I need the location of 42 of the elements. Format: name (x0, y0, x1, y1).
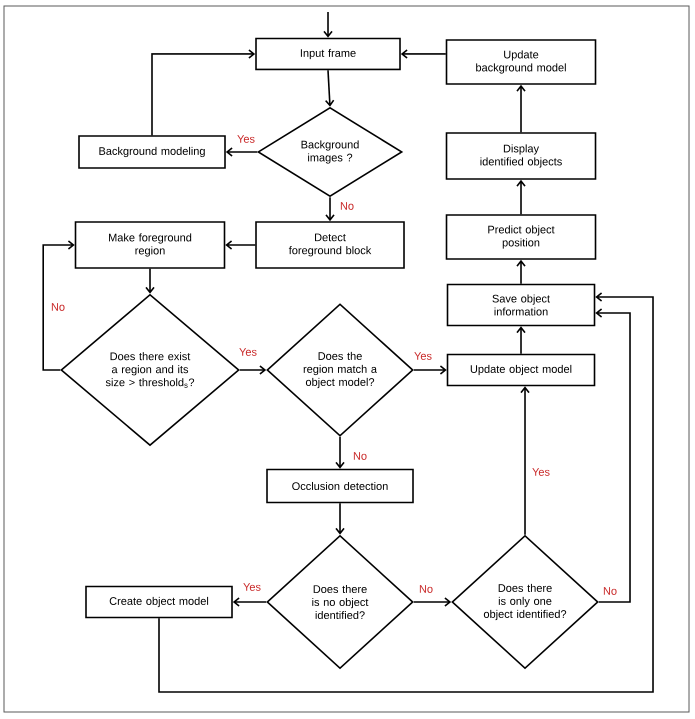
edge-label: No (338, 201, 356, 211)
arrow (225, 240, 256, 250)
edge-label: No (602, 586, 618, 596)
arrow (240, 365, 266, 375)
process-box: Input frame (255, 38, 401, 70)
arrow (516, 326, 526, 354)
arrow (325, 70, 334, 107)
arrow (151, 49, 256, 136)
process-box: Display identified objects (446, 132, 596, 180)
edge-label: Yes (236, 134, 256, 144)
process-box: Make foreground region (74, 221, 226, 269)
process-box: Occlusion detection (266, 468, 414, 504)
arrow (516, 180, 526, 214)
arrow (335, 436, 345, 469)
arrow (325, 197, 335, 222)
arrow (158, 292, 654, 693)
arrow (145, 268, 155, 294)
edge-label: Yes (531, 467, 551, 477)
edge-label: No (418, 584, 434, 594)
arrow (323, 12, 333, 38)
arrow (232, 597, 266, 607)
arrow (414, 597, 452, 607)
arrow (226, 147, 258, 157)
process-box: Update object model (446, 354, 596, 386)
edge-label: No (352, 451, 368, 461)
process-box: Save object information (446, 284, 596, 326)
process-box: Create object model (85, 586, 233, 618)
process-box: Update background model (446, 39, 596, 85)
edge-label: Yes (413, 351, 433, 361)
arrow (595, 308, 631, 603)
arrow (400, 49, 446, 59)
arrow (414, 365, 447, 375)
arrow (335, 503, 345, 535)
arrow (516, 260, 526, 284)
edge-label: Yes (242, 582, 262, 592)
process-box: Predict object position (446, 214, 596, 260)
arrow (520, 386, 530, 535)
process-box: Background modeling (78, 135, 226, 169)
edge-label: Yes (238, 347, 258, 357)
arrow (516, 84, 526, 132)
arrow (42, 240, 75, 371)
process-box: Detect foreground block (255, 221, 405, 269)
